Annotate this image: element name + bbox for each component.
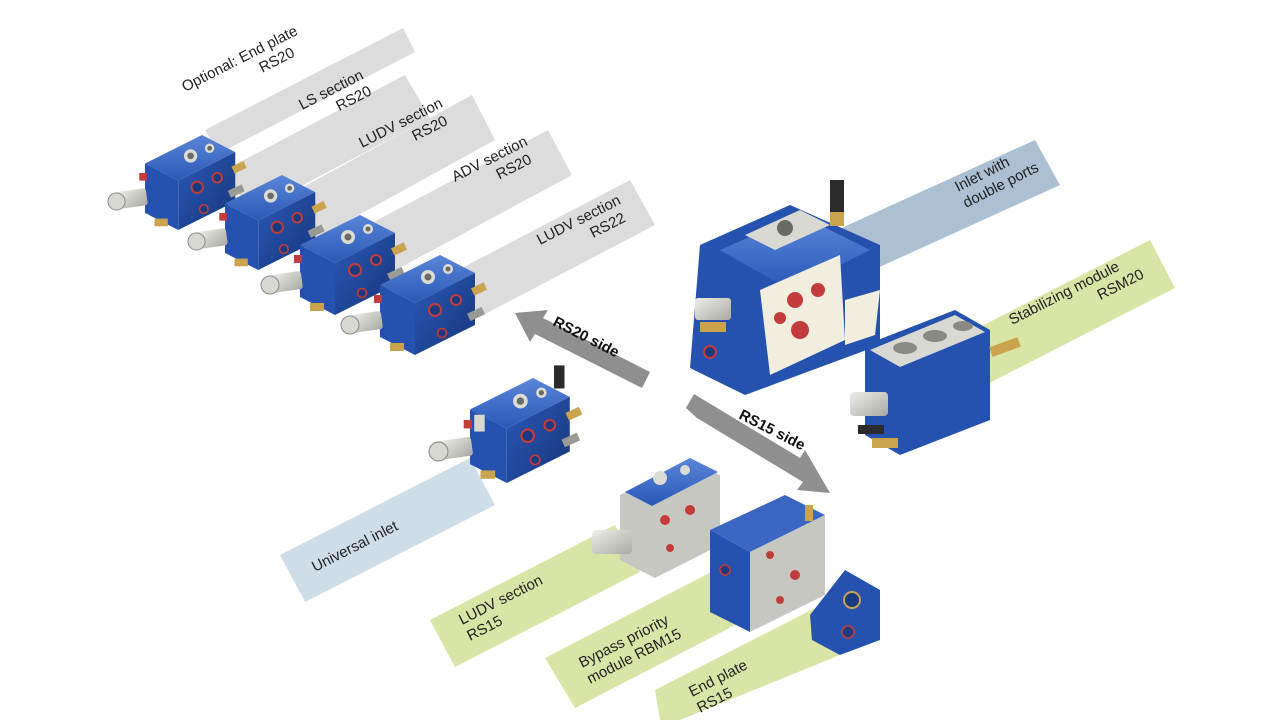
stabilizing-module-image <box>850 310 1021 455</box>
arrow-rs20-side: RS20 side <box>515 310 650 388</box>
band-ludv-rs22 <box>420 180 655 335</box>
end-plate-rs15-image <box>810 570 880 655</box>
band-stabilizing <box>935 240 1175 398</box>
band-ludv-rs15 <box>430 525 640 667</box>
universal-inlet-image <box>427 365 584 485</box>
band-ludv-rs20 <box>270 95 495 250</box>
ludv-section-rs15-image <box>592 458 720 578</box>
band-bypass <box>545 570 745 708</box>
band-universal-inlet <box>280 458 495 602</box>
bypass-module-image <box>710 495 825 632</box>
band-end-plate-rs20 <box>205 28 415 154</box>
inlet-double-ports-image <box>690 180 880 395</box>
band-end-plate-rs15 <box>655 608 840 720</box>
